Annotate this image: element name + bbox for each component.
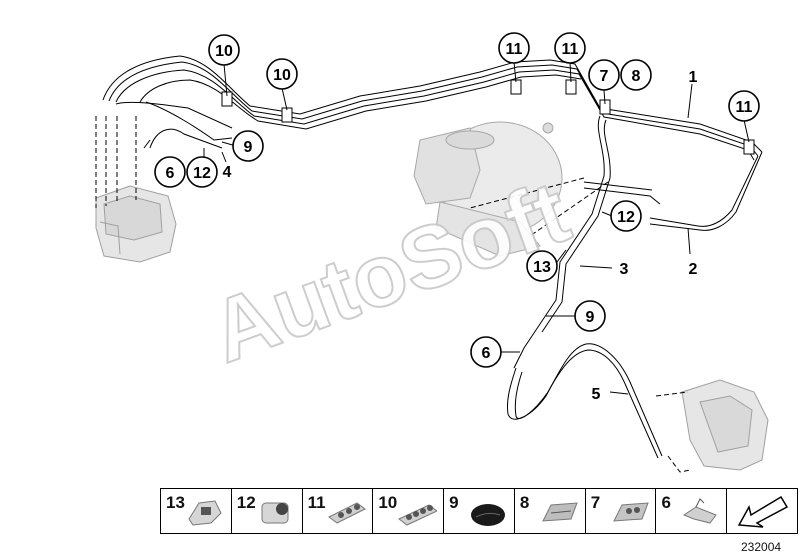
label-1: 1 bbox=[689, 69, 698, 86]
label-2: 2 bbox=[689, 261, 698, 278]
legend-item-arrow[interactable] bbox=[727, 489, 797, 533]
svg-text:10: 10 bbox=[273, 67, 291, 84]
double-pipe-clip-icon bbox=[612, 502, 649, 522]
svg-text:8: 8 bbox=[632, 68, 641, 85]
svg-text:9: 9 bbox=[244, 139, 253, 156]
svg-text:13: 13 bbox=[533, 259, 551, 276]
callout-9-top: 9 bbox=[232, 130, 264, 162]
callout-12-top: 12 bbox=[186, 156, 218, 188]
brake-hose bbox=[507, 343, 663, 459]
svg-text:11: 11 bbox=[736, 99, 753, 116]
legend-number: 12 bbox=[236, 493, 256, 512]
svg-text:9: 9 bbox=[586, 309, 595, 326]
grommet-icon bbox=[471, 504, 506, 526]
legend-number: 10 bbox=[378, 493, 398, 512]
callout-9-bottom: 9 bbox=[574, 300, 606, 332]
quad-pipe-clip-icon bbox=[398, 504, 438, 526]
document-number: 232004 bbox=[741, 540, 782, 554]
assembly-leaders bbox=[95, 116, 691, 473]
brake-caliper bbox=[681, 379, 769, 471]
legend-number: 11 bbox=[307, 493, 326, 512]
front-lines bbox=[115, 101, 233, 149]
callout-7: 7 bbox=[588, 59, 620, 91]
legend-item-8[interactable]: 8 bbox=[515, 489, 586, 533]
callout-6-bottom: 6 bbox=[470, 336, 502, 368]
callout-12-middle: 12 bbox=[610, 200, 642, 232]
svg-text:10: 10 bbox=[215, 43, 233, 60]
callout-6-top: 6 bbox=[154, 156, 186, 188]
label-5: 5 bbox=[592, 386, 601, 403]
legend-item-11[interactable]: 11 bbox=[303, 489, 374, 533]
svg-text:6: 6 bbox=[482, 345, 491, 362]
callout-11-right: 11 bbox=[728, 90, 760, 122]
callout-10-left: 10 bbox=[208, 34, 240, 66]
arrow-icon bbox=[738, 495, 789, 528]
callout-13: 13 bbox=[526, 250, 558, 282]
callout-8: 8 bbox=[620, 59, 652, 91]
legend-number: 9 bbox=[449, 493, 459, 512]
legend-number: 13 bbox=[166, 493, 185, 512]
abs-unit bbox=[95, 185, 177, 263]
callout-11-left: 11 bbox=[498, 32, 530, 64]
triple-pipe-clip-icon bbox=[327, 502, 366, 524]
legend-item-6[interactable]: 6 bbox=[656, 489, 728, 533]
svg-text:12: 12 bbox=[193, 165, 211, 182]
legend-number: 7 bbox=[590, 493, 601, 512]
brake-booster bbox=[413, 121, 563, 257]
pipe-to-caliper bbox=[513, 115, 661, 369]
label-4: 4 bbox=[223, 164, 232, 181]
callout-10-right: 10 bbox=[266, 58, 298, 90]
svg-text:11: 11 bbox=[562, 41, 579, 58]
legend-item-12[interactable]: 12 bbox=[232, 489, 303, 533]
callout-11-middle: 11 bbox=[554, 32, 586, 64]
callout-leaders bbox=[203, 61, 750, 395]
legend-item-9[interactable]: 9 bbox=[444, 489, 515, 533]
legend-number: 8 bbox=[519, 493, 530, 512]
legend-item-13[interactable]: 13 bbox=[161, 489, 232, 533]
bracket-clip-icon bbox=[188, 500, 222, 526]
pipe-clip-icon bbox=[542, 502, 578, 522]
legend-number: 6 bbox=[661, 493, 671, 512]
svg-text:7: 7 bbox=[600, 68, 609, 85]
svg-text:11: 11 bbox=[506, 41, 523, 58]
svg-text:6: 6 bbox=[166, 165, 175, 182]
svg-text:12: 12 bbox=[617, 209, 635, 226]
label-3: 3 bbox=[620, 261, 629, 278]
parts-legend: 13 12 11 10 9 8 bbox=[160, 488, 798, 534]
hose-holder-icon bbox=[261, 502, 289, 524]
legend-item-7[interactable]: 7 bbox=[586, 489, 657, 533]
legend-item-10[interactable]: 10 bbox=[373, 489, 445, 533]
spring-clip-icon bbox=[683, 498, 718, 524]
